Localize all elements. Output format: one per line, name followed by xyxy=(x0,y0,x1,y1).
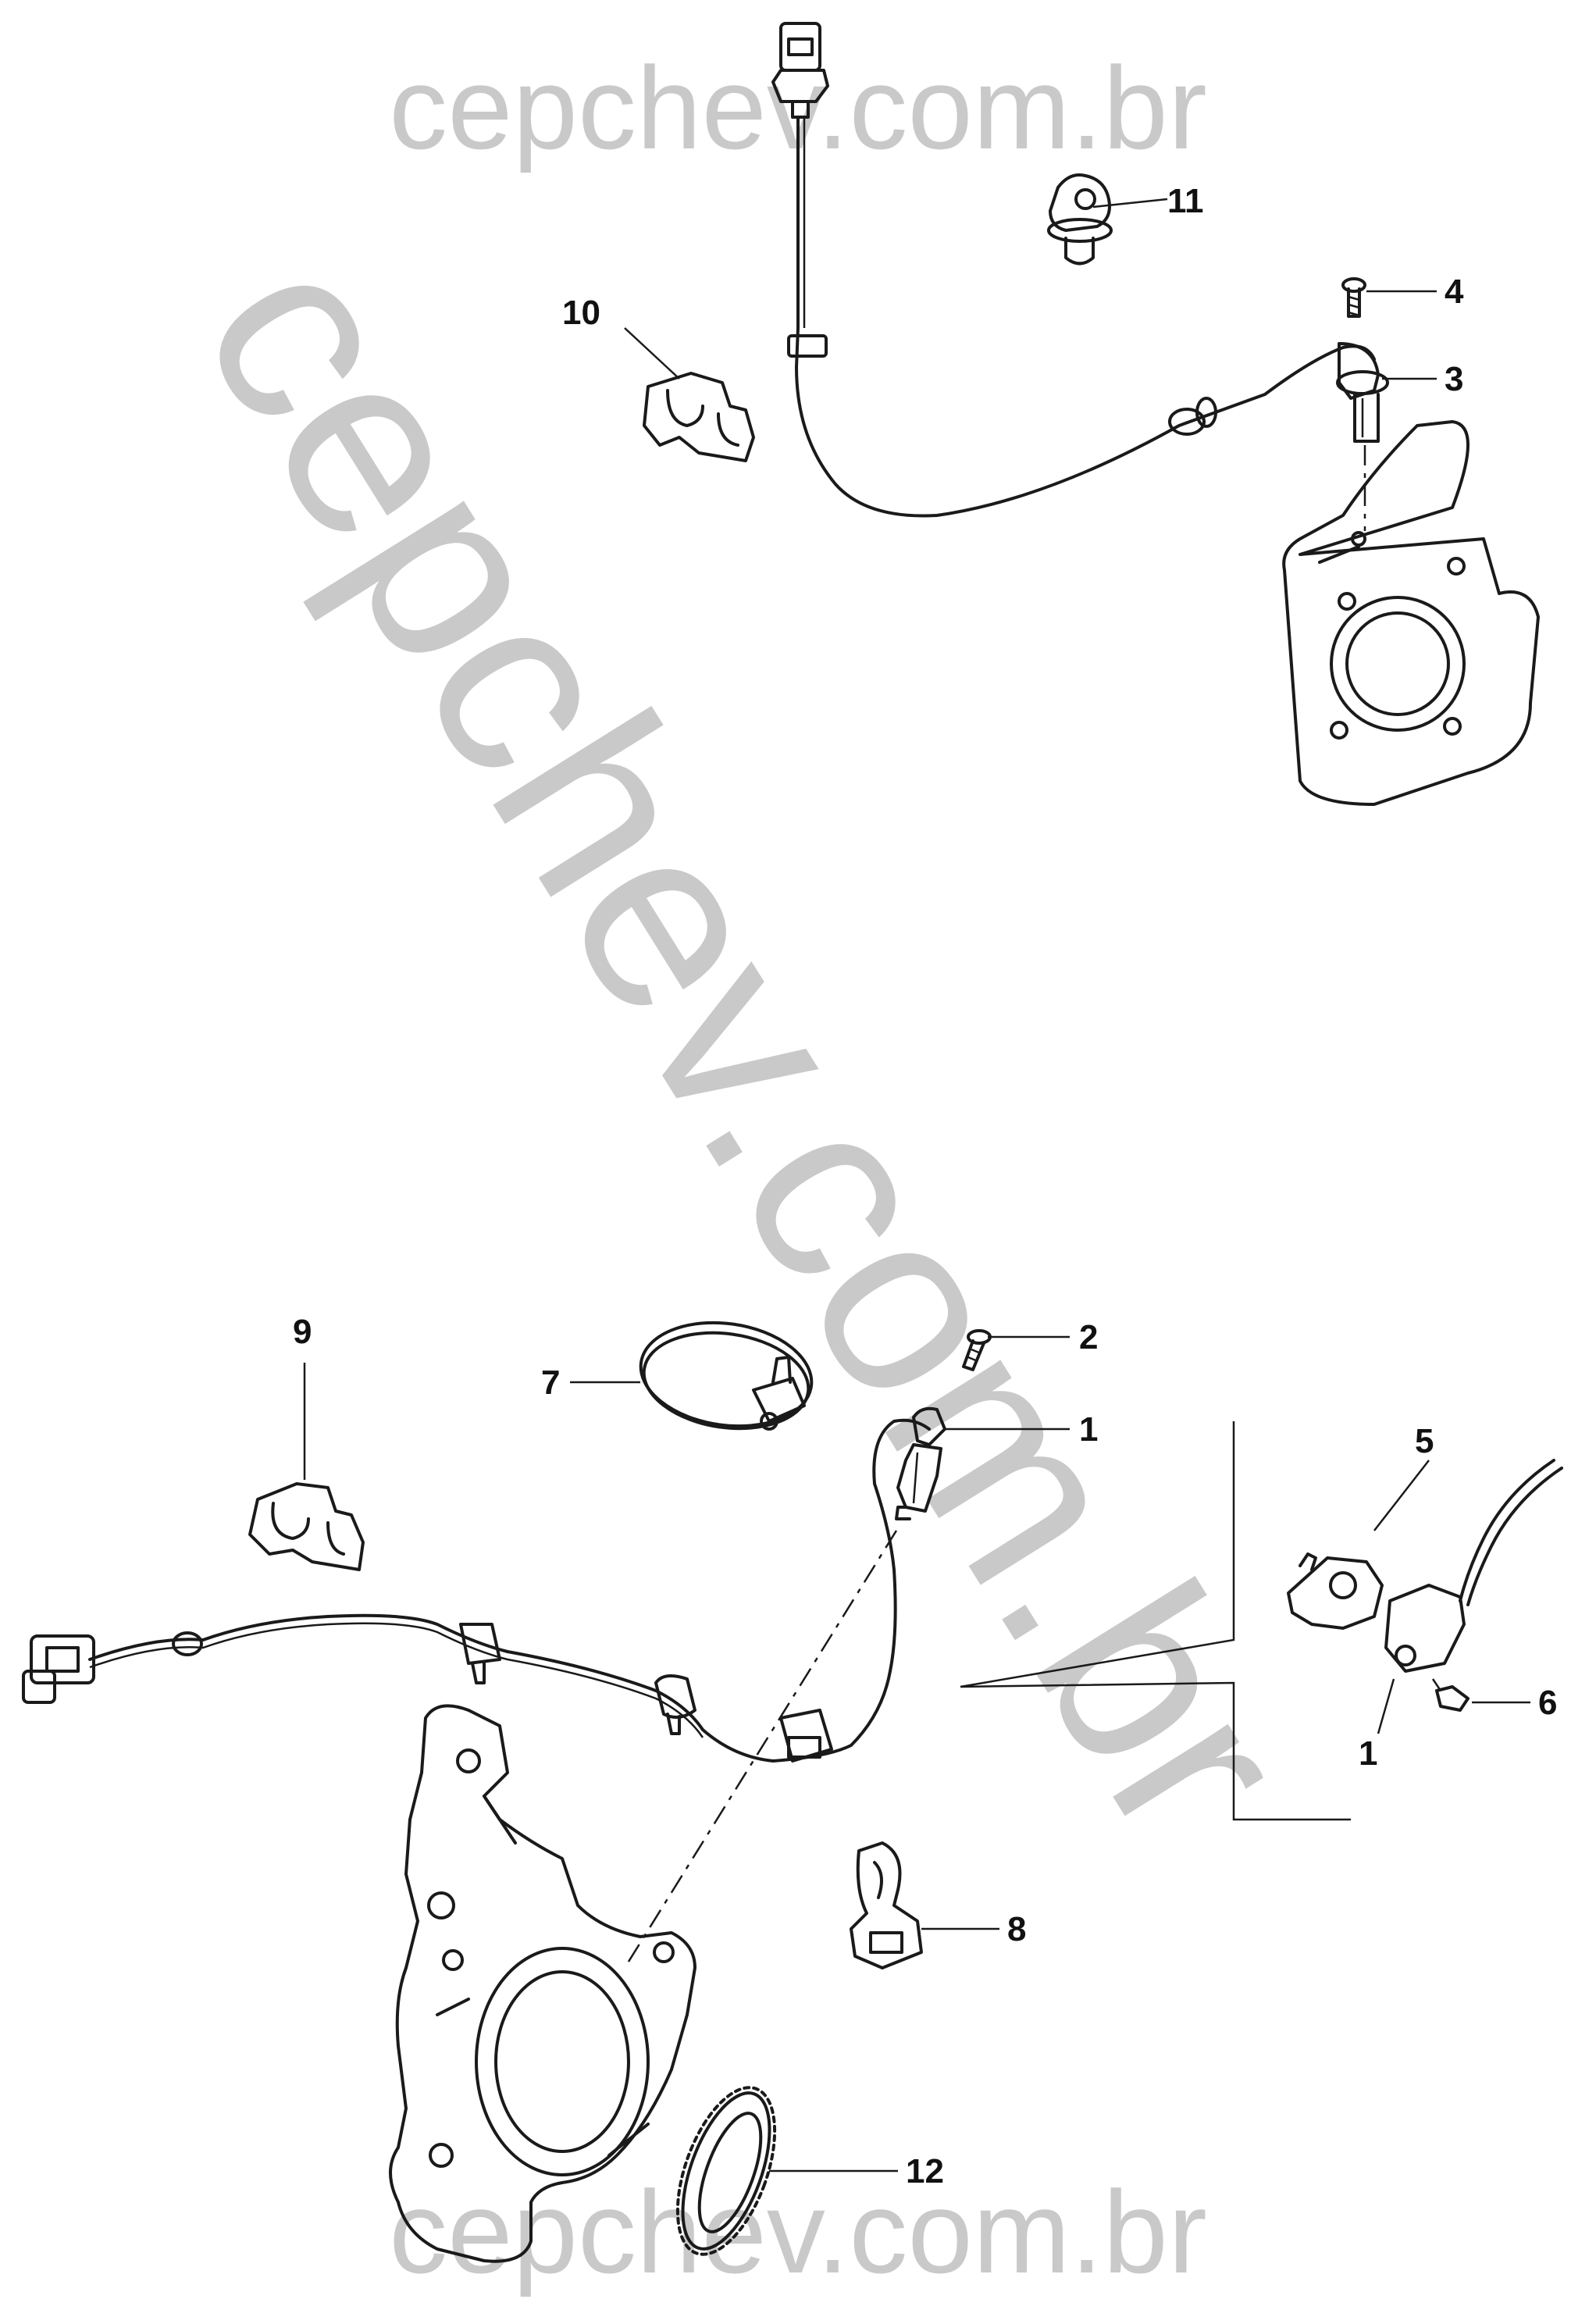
callout-9: 9 xyxy=(293,1313,312,1351)
callout-6: 6 xyxy=(1538,1684,1557,1722)
callout-2: 2 xyxy=(1079,1318,1098,1356)
callout-7: 7 xyxy=(541,1363,560,1402)
front-steering-knuckle xyxy=(389,1704,696,2263)
callout-1-detail: 1 xyxy=(1359,1734,1377,1773)
watermark-bottom: cepchev.com.br xyxy=(389,2166,1207,2297)
leader-10 xyxy=(624,327,680,380)
leader-11 xyxy=(1092,198,1168,209)
hose-clamp-7 xyxy=(639,1321,814,1431)
rear-knuckle xyxy=(1282,420,1540,806)
rear-wheel-speed-sensor xyxy=(1336,342,1389,443)
tone-ring-12 xyxy=(675,2086,777,2256)
sensor-bolt xyxy=(1341,277,1366,318)
callout-5: 5 xyxy=(1415,1422,1434,1460)
rear-sensor-harness xyxy=(787,116,1376,518)
front-wheel-speed-sensor xyxy=(895,1406,946,1520)
detail-sensor-1 xyxy=(1384,1459,1563,1712)
leader-1b xyxy=(1377,1678,1395,1734)
callout-3: 3 xyxy=(1445,360,1463,398)
harness-clip-9 xyxy=(248,1482,365,1571)
front-centerline xyxy=(623,1530,898,1969)
leader-5 xyxy=(1373,1460,1430,1531)
front-sensor-harness xyxy=(22,1418,931,1763)
detail-sensor-bracket-5 xyxy=(1287,1552,1384,1630)
callout-8: 8 xyxy=(1007,1910,1026,1948)
callout-1-front: 1 xyxy=(1079,1410,1098,1449)
harness-clip-10 xyxy=(643,372,755,462)
detail-bracket xyxy=(960,1421,1351,1821)
callout-10: 10 xyxy=(562,294,600,332)
grommet-11 xyxy=(1047,173,1113,266)
rear-harness-connector xyxy=(771,22,829,119)
callout-12: 12 xyxy=(906,2152,944,2190)
harness-clip-8 xyxy=(850,1841,923,1969)
callout-4: 4 xyxy=(1445,273,1464,311)
callout-11: 11 xyxy=(1167,182,1204,220)
